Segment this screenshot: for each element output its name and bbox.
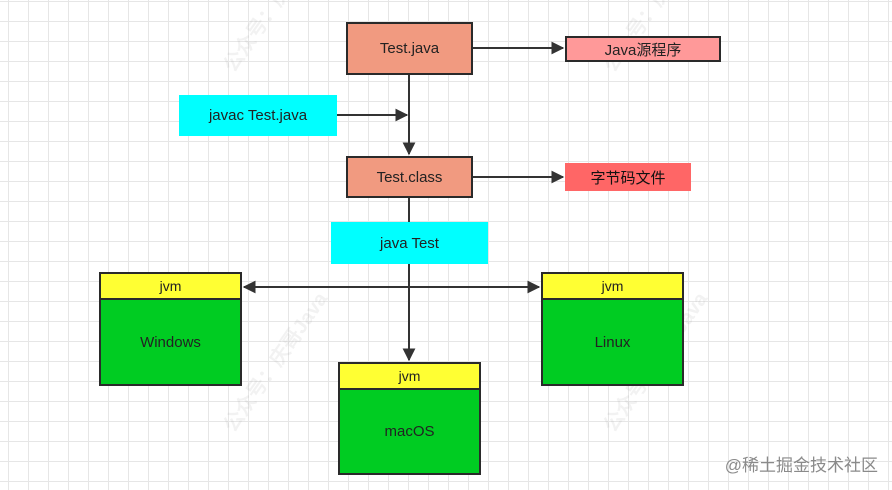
macos-jvm-header: jvm — [340, 364, 479, 390]
bytecode-label: 字节码文件 — [590, 169, 666, 187]
macos-label: macOS — [384, 423, 435, 440]
java-source-label: Java源程序 — [604, 41, 682, 59]
windows-platform: jvm Windows — [99, 272, 242, 386]
linux-platform: jvm Linux — [541, 272, 684, 386]
java-command-label: java Test — [380, 234, 439, 252]
linux-jvm-header: jvm — [543, 274, 682, 300]
footer-watermark: @稀土掘金技术社区 — [724, 456, 878, 475]
java-command-node: java Test — [331, 222, 488, 264]
macos-os-body: macOS — [340, 390, 479, 473]
test-java-node: Test.java — [346, 22, 473, 75]
java-source-label-node: Java源程序 — [565, 36, 721, 62]
javac-command-node: javac Test.java — [179, 95, 337, 136]
linux-label: Linux — [594, 333, 631, 351]
test-class-label: Test.class — [376, 168, 443, 186]
macos-platform: jvm macOS — [338, 362, 481, 475]
windows-jvm-header: jvm — [101, 274, 240, 300]
linux-os-body: Linux — [543, 300, 682, 384]
windows-os-body: Windows — [101, 300, 240, 384]
windows-label: Windows — [140, 333, 201, 351]
test-java-label: Test.java — [379, 40, 440, 57]
test-class-node: Test.class — [346, 156, 473, 198]
bytecode-label-node: 字节码文件 — [565, 163, 691, 191]
javac-command-label: javac Test.java — [208, 107, 308, 124]
